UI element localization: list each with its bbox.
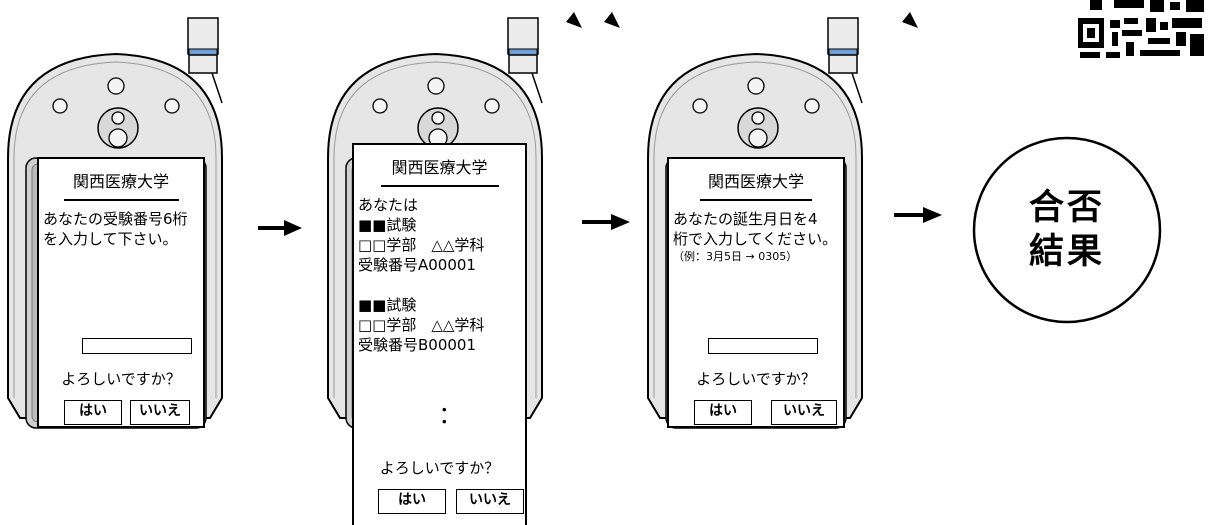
screen-line: ■■試験 bbox=[358, 296, 417, 314]
example-note: （例：3月5日 → 0305） bbox=[673, 250, 798, 263]
arrow-right-icon bbox=[258, 220, 302, 236]
no-button[interactable]: いいえ bbox=[130, 400, 190, 425]
screen-line: □□学部 △△学科 bbox=[358, 316, 485, 334]
screen-line bbox=[358, 275, 521, 295]
screen-line: あなたの誕生月日を4 bbox=[673, 210, 818, 228]
arrow-right-icon bbox=[894, 207, 942, 223]
confirm-prompt: よろしいですか？ bbox=[379, 459, 500, 477]
screen-line: □□学部 △△学科 bbox=[358, 236, 485, 254]
confirm-prompt: よろしいですか？ bbox=[696, 370, 816, 388]
continuation-dots: ． ． bbox=[440, 395, 458, 428]
phone-screen-3: 関西医療大学 あなたの誕生月日を4 桁で入力してください。 （例：3月5日 → … bbox=[667, 157, 845, 428]
screen-title: 関西医療大学 bbox=[707, 172, 804, 191]
screen-title: 関西医療大学 bbox=[72, 172, 169, 191]
screen-line: 受験番号A00001 bbox=[358, 256, 476, 274]
triangle-mark bbox=[902, 12, 918, 28]
title-rule bbox=[380, 185, 499, 187]
yes-button[interactable]: はい bbox=[378, 489, 446, 514]
triangle-mark bbox=[604, 12, 620, 28]
no-button[interactable]: いいえ bbox=[771, 400, 837, 425]
exam-number-input[interactable] bbox=[82, 338, 192, 354]
screen-line: を入力して下さい。 bbox=[43, 230, 178, 248]
result-circle bbox=[972, 136, 1162, 324]
yes-button[interactable]: はい bbox=[694, 400, 752, 425]
birthday-input[interactable] bbox=[708, 338, 818, 354]
screen-title: 関西医療大学 bbox=[391, 158, 488, 177]
screen-line: ■■試験 bbox=[358, 216, 417, 234]
qr-code-icon bbox=[1078, 0, 1204, 58]
yes-button[interactable]: はい bbox=[64, 400, 122, 425]
result-label-line2: 結果 bbox=[1028, 232, 1105, 272]
phone-screen-2: 関西医療大学 あなたは ■■試験 □□学部 △△学科 受験番号A00001 ■■… bbox=[352, 143, 527, 525]
screen-line: あなたの受験番号6桁 bbox=[43, 210, 188, 228]
screen-line: 桁で入力してください。 bbox=[673, 230, 838, 248]
result-label-line1: 合否 bbox=[1028, 188, 1105, 228]
screen-line: あなたは bbox=[358, 196, 419, 214]
arrow-right-icon bbox=[582, 214, 630, 230]
title-rule bbox=[700, 199, 812, 201]
no-button[interactable]: いいえ bbox=[456, 489, 524, 514]
screen-line: 受験番号B00001 bbox=[358, 336, 477, 354]
title-rule bbox=[63, 199, 179, 201]
confirm-prompt: よろしいですか？ bbox=[61, 370, 181, 388]
phone-screen-1: 関西医療大学 あなたの受験番号6桁 を入力して下さい。 bbox=[37, 157, 205, 428]
triangle-mark bbox=[566, 12, 582, 28]
